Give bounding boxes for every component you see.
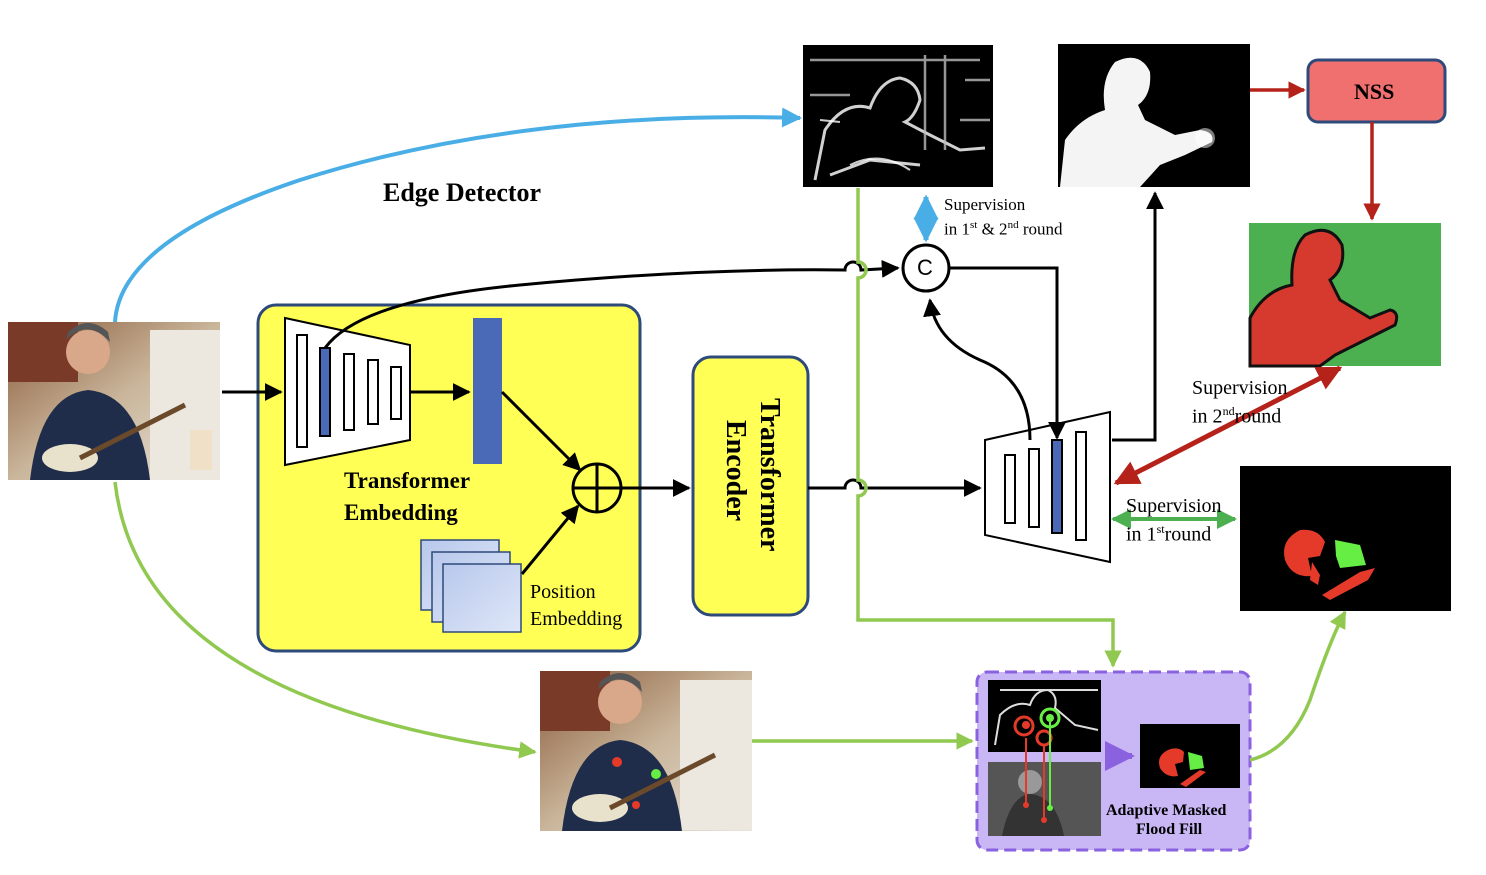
position-embedding-label-2: Embedding	[530, 608, 623, 630]
supervision-first-label-2: in 1stround	[1126, 522, 1212, 546]
edge-detector-label: Edge Detector	[383, 178, 542, 207]
red-point-icon	[612, 757, 622, 767]
transformer-encoder-label-1: Transformer	[754, 398, 785, 552]
amff-panel	[975, 670, 1252, 852]
input-image	[8, 322, 220, 480]
supervision-edge-label-1: Supervision	[944, 195, 1026, 214]
supervision-edge-label-2: in 1st & 2nd round	[944, 219, 1063, 239]
second-round-supervision-arrow	[1113, 365, 1343, 486]
point-annotated-image	[540, 671, 752, 831]
pseudo-label-image	[1248, 223, 1441, 368]
transformer-encoder-label-2: Encoder	[720, 420, 751, 522]
edge-detector-arrow	[113, 107, 939, 323]
supervision-first-label-1: Supervision	[1126, 495, 1222, 517]
supervision-second-label-1: Supervision	[1192, 377, 1288, 399]
nss-box	[1306, 58, 1447, 124]
transformer-embedding-panel	[256, 303, 642, 653]
position-embedding-label-1: Position	[530, 581, 596, 603]
supervision-second-label-2: in 2ndround	[1192, 404, 1282, 428]
decoder-block	[984, 410, 1111, 564]
green-point-icon	[651, 769, 661, 779]
transformer-embedding-label-1: Transformer	[344, 468, 471, 493]
green-arrows	[113, 188, 1347, 762]
red-point-icon	[632, 801, 640, 809]
transformer-embedding-label-2: Embedding	[344, 500, 458, 525]
amff-label-1: Adaptive Masked	[1106, 802, 1227, 819]
nss-label: NSS	[1354, 79, 1395, 104]
saliency-map-image	[1058, 44, 1250, 187]
concat-symbol: C	[917, 255, 933, 280]
edge-map-image	[803, 45, 993, 187]
transformer-encoder-box	[691, 355, 810, 617]
sparse-label-image	[1240, 466, 1451, 611]
amff-label-2: Flood Fill	[1136, 821, 1203, 838]
red-arrows	[1250, 81, 1381, 221]
